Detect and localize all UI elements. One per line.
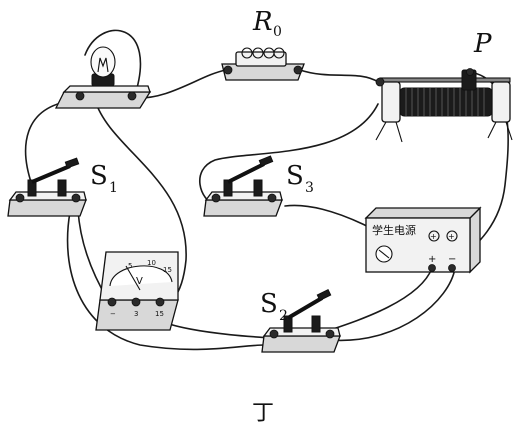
power-supply-plus: +: [428, 254, 436, 265]
r0-label: R: [252, 7, 273, 37]
switch-s2: S 2: [260, 289, 341, 353]
wire-s2-to-supply: [329, 267, 456, 342]
s1-base: [7, 199, 87, 217]
svg-text:+: +: [430, 232, 437, 241]
power-supply-front: [365, 217, 471, 273]
voltmeter-terminal-15: 15: [155, 310, 164, 318]
s3-label-sub: 3: [305, 180, 314, 196]
s1-label-sub: 1: [109, 180, 118, 196]
s2-label-sub: 2: [279, 308, 288, 324]
voltmeter-symbol: V: [136, 276, 143, 287]
voltmeter-dial: [109, 265, 173, 287]
voltmeter-scale-5: 5: [128, 262, 132, 270]
power-supply-minus: −: [448, 254, 456, 265]
lamp-bulb: [90, 46, 116, 78]
r0-label-sub: 0: [273, 24, 282, 40]
figure-caption: 丁: [252, 401, 274, 426]
s1-knife[interactable]: [31, 164, 71, 184]
s3-label: S: [286, 161, 304, 191]
svg-text:+: +: [448, 232, 455, 241]
power-supply: 学生电源 + + + −: [364, 206, 482, 274]
rheostat-rod: [379, 77, 511, 83]
s2-knife[interactable]: [286, 296, 324, 320]
s3-knife[interactable]: [227, 162, 265, 184]
slider-label-p: P: [473, 29, 492, 59]
voltmeter-scale-10: 10: [147, 259, 156, 267]
s2-label: S: [260, 289, 278, 319]
power-supply-name: 学生电源: [372, 223, 416, 237]
voltmeter-terminal-3: 3: [134, 310, 138, 318]
voltmeter-needle: [125, 265, 141, 291]
s1-label: S: [90, 161, 108, 191]
wire-rheostat-to-s3: [198, 103, 379, 206]
wire-r0-to-rheostat: [299, 69, 379, 83]
rheostat: P: [375, 29, 513, 143]
voltmeter: 5 10 15 V − 3 15: [95, 251, 179, 331]
wire-s1-to-s2: [66, 211, 266, 351]
switch-s3: S 3: [203, 155, 314, 217]
s2-base: [261, 335, 341, 353]
resistor-r0: R 0: [221, 7, 305, 81]
voltmeter-terminal-neg: −: [110, 310, 116, 318]
lamp: [54, 46, 152, 109]
s3-base: [203, 199, 283, 217]
voltmeter-scale-15: 15: [163, 266, 172, 274]
wire-supply-plus-down: [329, 267, 433, 331]
switch-s1: S 1: [7, 157, 118, 217]
